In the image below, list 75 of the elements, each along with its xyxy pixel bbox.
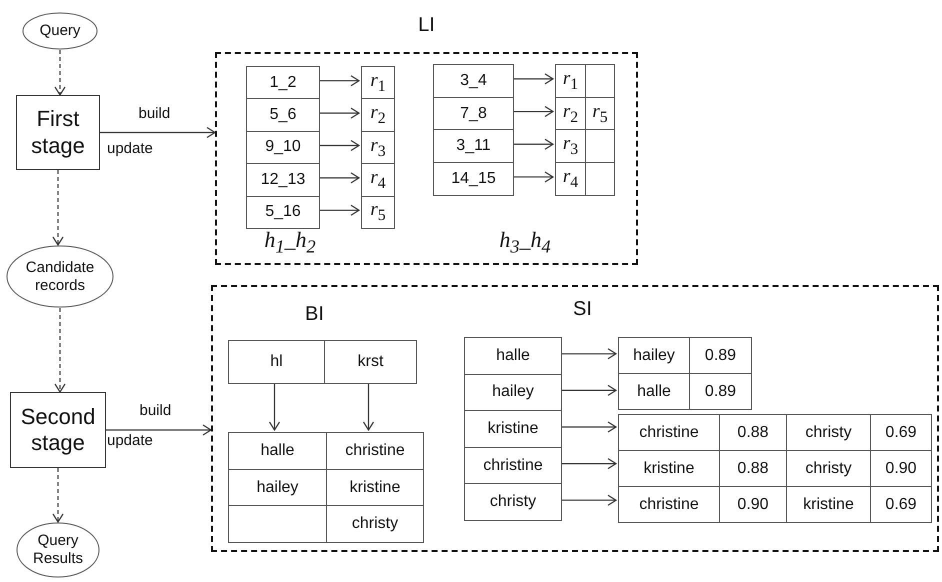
- table-cell: 1_2: [246, 66, 320, 100]
- arrow: [318, 172, 360, 184]
- arrow: [268, 382, 280, 431]
- text-label: h$_{3}$_h$_{4}$: [499, 227, 551, 258]
- table-cell: hailey: [464, 374, 562, 412]
- process-box: [10, 392, 106, 468]
- dashed-arrow: [52, 170, 64, 246]
- node-text: Candidate records: [24, 258, 96, 294]
- table-cell: 5_16: [246, 196, 320, 229]
- table-cell: 5_6: [246, 98, 320, 132]
- text-label: SI: [573, 298, 592, 321]
- arrow: [512, 171, 554, 183]
- terminal-ellipse: [6, 245, 114, 308]
- arrow: [106, 424, 212, 436]
- table-cell: hailey: [618, 337, 690, 374]
- table-cell: christine: [464, 446, 562, 484]
- terminal-ellipse: [16, 522, 100, 578]
- dashed-arrow: [52, 468, 64, 523]
- dashed-panel: [211, 285, 939, 552]
- arrow: [318, 140, 360, 152]
- table-cell: hl: [228, 340, 325, 384]
- table-cell: 0.69: [870, 486, 932, 523]
- arrow: [560, 458, 617, 470]
- table-cell: christine: [618, 414, 720, 451]
- arrow: [318, 204, 360, 216]
- table-cell: 0.89: [689, 373, 752, 410]
- arrow: [100, 126, 216, 138]
- dashed-arrow: [54, 50, 66, 96]
- node-text: Query Results: [32, 532, 84, 568]
- arrow: [318, 108, 360, 119]
- text-label: update: [107, 140, 153, 157]
- table-cell: halle: [618, 373, 690, 410]
- table-cell: 3_4: [433, 64, 514, 98]
- arrow: [560, 421, 617, 433]
- table-cell: halle: [228, 432, 327, 470]
- arrow: [560, 494, 617, 506]
- table-cell: 12_13: [246, 163, 320, 197]
- arrow: [512, 73, 554, 84]
- node-text: Query: [40, 22, 80, 40]
- table-cell: 0.89: [689, 337, 752, 374]
- table-cell: christine: [618, 486, 720, 523]
- arrow: [512, 106, 554, 118]
- process-box: [16, 95, 100, 170]
- table-cell: krst: [324, 340, 417, 384]
- table-cell: kristine: [464, 410, 562, 448]
- table-cell: r$_{4}$: [361, 163, 395, 197]
- table-cell: r$_{4}$: [555, 162, 586, 196]
- node-text: First stage: [30, 106, 86, 159]
- arrow: [318, 75, 360, 86]
- text-label: h$_{1}$_h$_{2}$: [264, 227, 316, 258]
- table-cell: christine: [326, 432, 424, 470]
- text-label: BI: [305, 303, 324, 326]
- table-cell: 9_10: [246, 130, 320, 164]
- table-cell: r$_{1}$: [361, 66, 395, 100]
- arrow: [512, 138, 554, 150]
- arrow: [560, 348, 617, 360]
- dashed-arrow: [54, 308, 66, 393]
- table-cell: r$_{3}$: [361, 130, 395, 164]
- table-cell: 14_15: [433, 162, 514, 196]
- table-cell: christy: [464, 483, 562, 521]
- table-cell: r$_{1}$: [555, 64, 586, 98]
- text-label: update: [107, 432, 153, 449]
- table-cell: 7_8: [433, 96, 514, 130]
- arrow: [560, 384, 617, 396]
- terminal-ellipse: [22, 12, 98, 50]
- node-text: Second stage: [20, 404, 96, 456]
- table-cell: halle: [464, 337, 562, 375]
- edge-label: build: [138, 104, 170, 122]
- table-cell: r$_{2}$: [361, 98, 395, 132]
- panel-heading: LI: [418, 14, 435, 37]
- table-cell: 0.69: [870, 414, 932, 451]
- arrow: [362, 382, 374, 431]
- table-cell: 3_11: [433, 129, 514, 164]
- table-cell: r$_{5}$: [361, 196, 395, 229]
- table-cell: christy: [326, 505, 424, 544]
